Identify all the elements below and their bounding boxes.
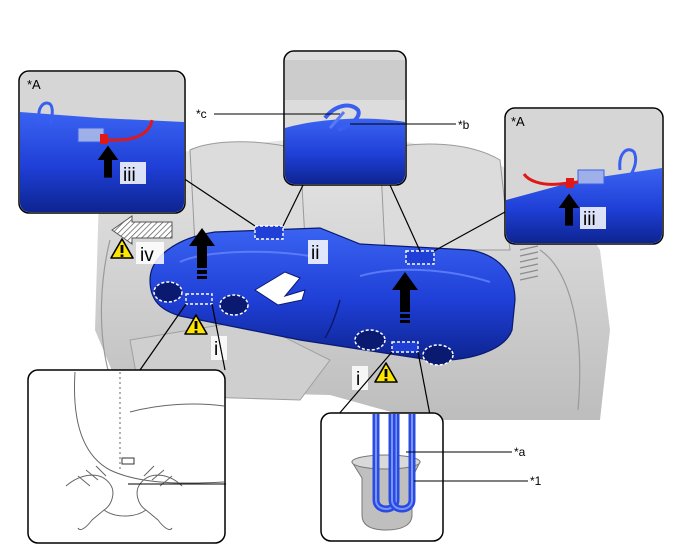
step-iv-marker: iv <box>110 238 164 266</box>
panel-left-tag: *A <box>27 77 41 92</box>
hatched-left-arrow-icon <box>111 215 173 245</box>
rear-seat-cushion <box>149 225 516 366</box>
callout-b-label: *b <box>458 118 470 132</box>
step-i-left-label: i <box>214 339 218 360</box>
clip-frame-right <box>405 250 435 265</box>
step-iii-left-label: iii <box>123 165 136 186</box>
detail-panel-center <box>283 50 407 186</box>
step-iii-right-label: iii <box>583 209 596 230</box>
callout-a-label: *a <box>514 445 526 459</box>
claw-hooks-front-left <box>153 281 249 316</box>
detail-panel-left: *A iii <box>18 70 186 214</box>
step-i-right-label: i <box>356 369 360 390</box>
callout-c-label: *c <box>196 107 207 121</box>
step-iv-label: iv <box>140 245 154 266</box>
clip-frame-left <box>254 225 284 240</box>
detail-panel-right: *A iii <box>504 107 664 245</box>
detail-panel-clip <box>320 412 444 542</box>
panel-right-tag: *A <box>511 114 525 129</box>
leader-lines <box>139 174 506 416</box>
claw-hooks-front-right <box>354 329 454 366</box>
step-ii-label: ii <box>311 243 319 264</box>
lift-arrow-left <box>189 228 215 279</box>
step-i-left-marker: i <box>184 314 227 360</box>
detail-panel-hands <box>27 369 226 544</box>
lift-arrow-right <box>392 272 418 323</box>
callout-1-label: *1 <box>530 474 542 488</box>
step-ii-marker: ii <box>308 240 328 264</box>
